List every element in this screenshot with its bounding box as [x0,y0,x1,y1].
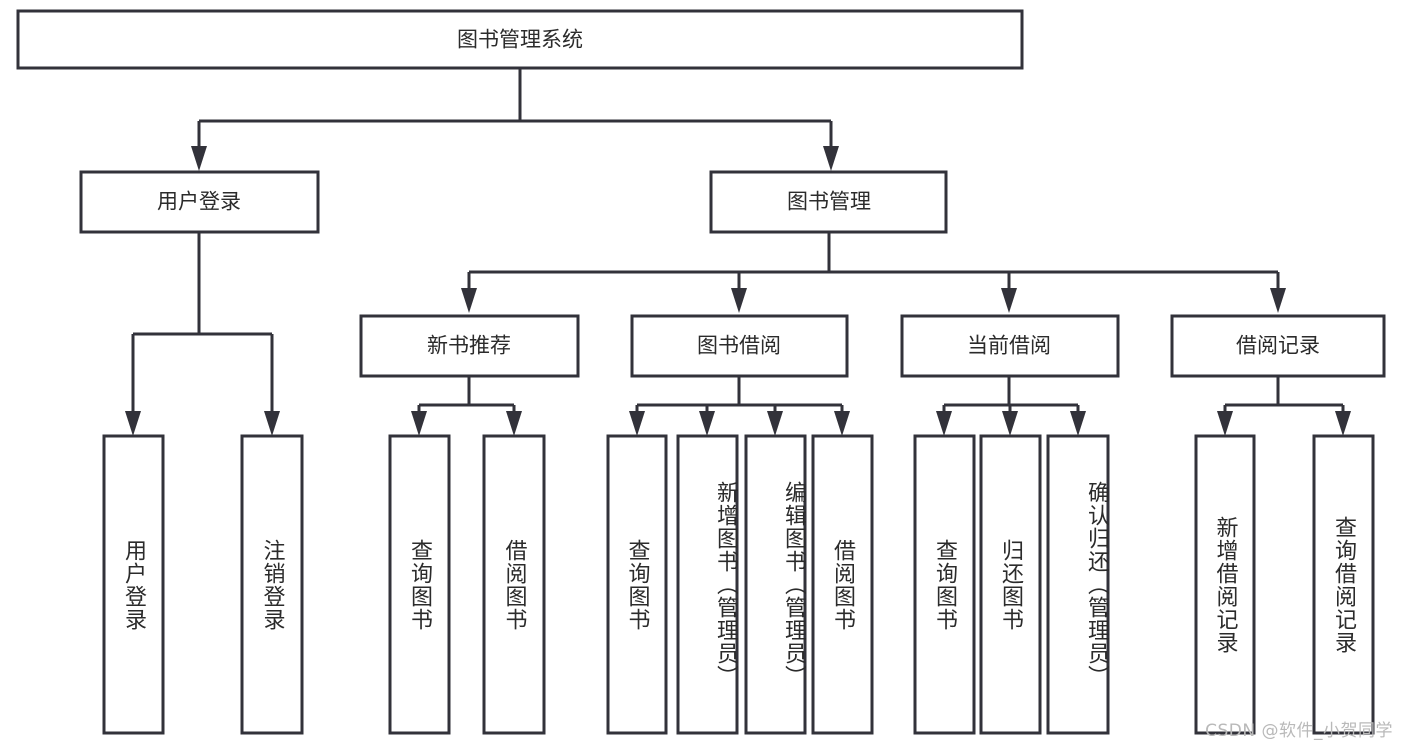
leaf-box-book-borrow-2[interactable] [676,434,739,735]
leaf-box-book-borrow-1[interactable] [606,434,668,735]
node-root-label: 图书管理系统 [457,29,583,52]
arrow-to-current-leaf-1 [936,411,952,436]
leaf-box-borrow-record-2[interactable] [1312,434,1375,735]
arrow-to-user-login-leaf-1 [125,411,141,436]
node-book-borrow-box[interactable] [630,314,849,378]
connector-group-user-login [131,232,274,411]
arrow-to-book-manage [823,146,839,171]
arrow-to-borrow-leaf-3 [767,411,783,436]
leaf-box-user-login-1[interactable] [102,434,165,735]
arrow-to-record-leaf-1 [1217,411,1233,436]
arrow-to-record-leaf-2 [1335,411,1351,436]
connector-group-new-book-recommend [417,376,516,411]
arrow-to-current-leaf-2 [1002,411,1018,436]
arrow-to-user-login [191,146,207,171]
leaf-box-user-login-2[interactable] [240,434,304,735]
arrow-to-book-borrow [731,288,747,313]
node-root-box[interactable] [16,9,1024,70]
node-current-borrow-label: 当前借阅 [967,335,1051,358]
leaf-box-recommend-2[interactable] [482,434,546,735]
node-book-manage-label: 图书管理 [787,191,871,214]
connector-group-book-borrow [635,376,844,411]
node-user-login-box[interactable] [79,170,320,234]
leaf-box-current-borrow-1[interactable] [913,434,976,735]
leaf-box-current-borrow-2[interactable] [979,434,1042,735]
leaf-box-book-borrow-4[interactable] [811,434,874,735]
arrow-to-borrow-record [1270,288,1286,313]
connector-group-current-borrow [942,376,1080,411]
node-current-borrow-box[interactable] [900,314,1120,378]
connector-group-root [197,68,833,146]
node-borrow-record-box[interactable] [1170,314,1386,378]
node-new-book-recommend-label: 新书推荐 [427,335,511,358]
arrow-to-recommend-leaf-2 [506,411,522,436]
arrow-to-current-borrow [1001,288,1017,313]
connector-group-borrow-record [1223,376,1345,411]
node-book-manage-box[interactable] [709,170,948,234]
leaf-box-current-borrow-3[interactable] [1046,434,1110,735]
csdn-watermark: CSDN @软件_小贺同学 [1205,721,1393,741]
node-book-borrow-label: 图书借阅 [697,335,781,358]
arrow-to-recommend-leaf-1 [411,411,427,436]
arrow-to-current-leaf-3 [1070,411,1086,436]
node-user-login-label: 用户登录 [157,191,241,214]
arrow-to-borrow-leaf-2 [699,411,715,436]
leaf-box-book-borrow-3[interactable] [744,434,807,735]
arrow-to-user-login-leaf-2 [264,411,280,436]
leaf-box-borrow-record-1[interactable] [1194,434,1256,735]
node-borrow-record-label: 借阅记录 [1236,335,1320,358]
arrow-to-borrow-leaf-4 [834,411,850,436]
leaf-box-recommend-1[interactable] [388,434,451,735]
arrow-to-new-book-recommend [461,288,477,313]
node-new-book-recommend-box[interactable] [359,314,580,378]
arrow-to-borrow-leaf-1 [629,411,645,436]
connector-group-book-manage [467,232,1280,288]
